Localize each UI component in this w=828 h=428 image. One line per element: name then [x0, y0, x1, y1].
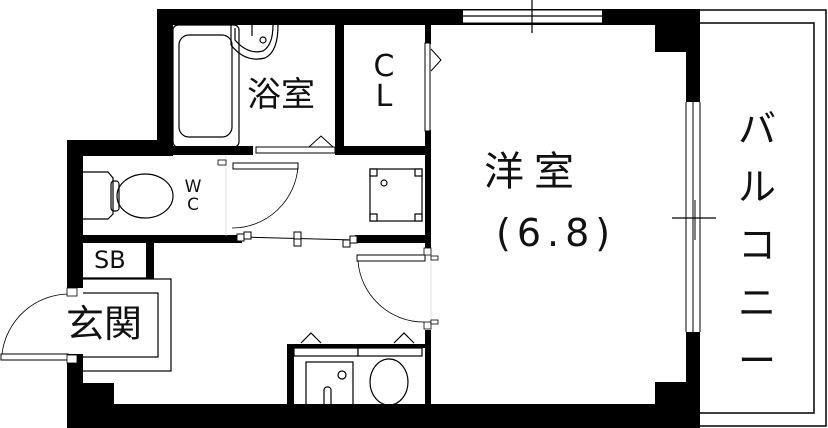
balcony-window: [672, 102, 716, 332]
room-label-bathroom: 浴室: [247, 75, 315, 115]
closet-door: [424, 42, 442, 132]
room-label-entrance: 玄関: [66, 302, 143, 346]
entrance-door: [0, 287, 83, 364]
bathroom-sink: [230, 24, 279, 60]
bathtub: [172, 24, 240, 148]
room-label-shoe-box: SB: [94, 246, 126, 274]
room-label-toilet: WC: [184, 177, 202, 215]
wc-door: [217, 156, 299, 236]
bathroom-door: [255, 135, 336, 154]
room-label-balcony: バルコニー: [737, 107, 776, 383]
folding-door: [236, 231, 358, 248]
vanity-sink: [293, 332, 423, 408]
interior-walls: [82, 24, 431, 406]
balcony-outline: [700, 9, 827, 427]
room-label-western-room: 洋室: [484, 149, 584, 195]
washing-machine-space: [369, 168, 423, 222]
window-top: [463, 0, 602, 33]
toilet: [83, 171, 174, 220]
room-label-closet: CL: [373, 49, 395, 114]
room-size-label: (6.8): [496, 211, 617, 255]
room-door: [356, 247, 439, 330]
